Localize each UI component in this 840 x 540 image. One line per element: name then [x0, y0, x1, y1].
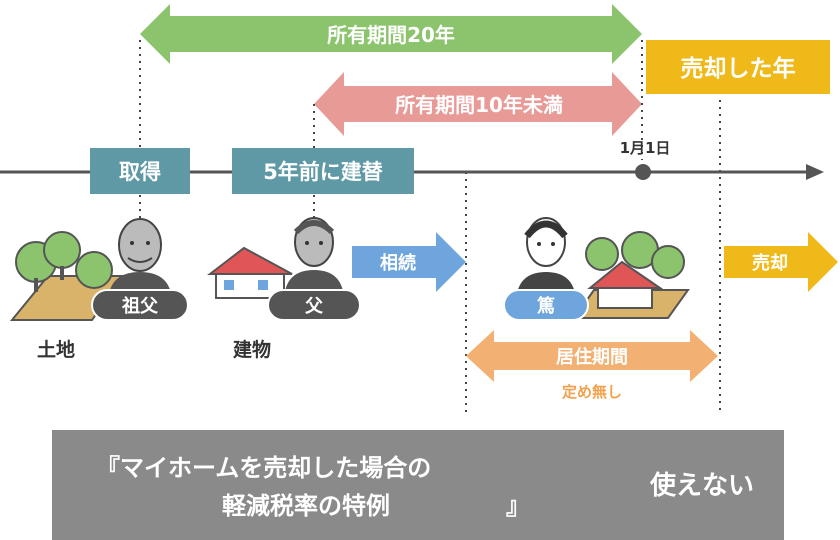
- grandfather-name: 祖父: [121, 295, 159, 317]
- ownership-10-arrow: 所有期間10年未満: [314, 72, 642, 136]
- timeline-arrowhead: [806, 164, 824, 180]
- residence-label: 居住期間: [556, 346, 628, 368]
- residence-arrow: 居住期間: [466, 330, 718, 382]
- building-illustration: [207, 246, 293, 299]
- ownership-20-label: 所有期間20年: [327, 23, 455, 47]
- ownership-10-label: 所有期間10年未満: [395, 93, 563, 117]
- father-name: 父: [305, 296, 324, 317]
- special-rule-banner: [52, 430, 784, 540]
- jan1-label: 1月1日: [620, 139, 671, 157]
- father-badge: [267, 289, 361, 321]
- sale-year-label: 売却した年: [681, 55, 796, 82]
- inherit-arrow: 相続: [352, 232, 466, 292]
- sell-label: 売却: [752, 252, 788, 274]
- acquire-label: 取得: [119, 160, 161, 184]
- building-caption: 建物: [233, 338, 271, 361]
- ownership-20-arrow-shape: [140, 4, 642, 64]
- banner-line2: 軽減税率の特例: [222, 492, 390, 520]
- atsushi-avatar: [516, 217, 576, 300]
- jan1-marker: [635, 164, 651, 180]
- land-caption: 土地: [37, 338, 75, 361]
- period-guides: [139, 40, 721, 412]
- residence-illustration: [572, 231, 690, 319]
- rebuild-label: 5年前に建替: [263, 160, 383, 184]
- atsushi-badge: [503, 289, 589, 321]
- sell-arrow: 売却: [724, 232, 838, 292]
- land-illustration: [9, 231, 126, 321]
- banner-close-quote: 』: [506, 492, 530, 520]
- ownership-10-arrow-shape: [314, 72, 642, 136]
- banner-line1: 『マイホームを売却した場合の: [96, 454, 431, 482]
- grandfather-badge: [91, 289, 189, 321]
- grandfather-avatar: [108, 218, 172, 300]
- rebuild-box: [232, 148, 414, 194]
- inherit-label: 相続: [380, 252, 416, 274]
- father-avatar: [284, 217, 344, 298]
- residence-note: 定め無し: [562, 383, 622, 401]
- acquire-box: [90, 148, 190, 194]
- ownership-20-arrow: 所有期間20年: [140, 4, 642, 64]
- atsushi-name: 篤: [537, 295, 555, 317]
- banner-result: 使えない: [649, 471, 754, 501]
- sale-year-box: [646, 40, 830, 94]
